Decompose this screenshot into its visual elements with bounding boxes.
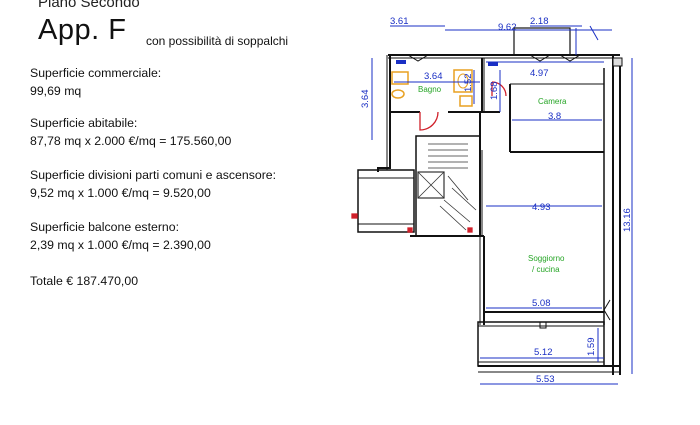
staircase [417, 143, 477, 231]
living-area-label: Superficie abitabile: [30, 116, 138, 130]
walls [357, 54, 623, 375]
dim-bedroom-mid: 3.8 [548, 111, 561, 122]
info-panel: Piano Secondo App. F con possibilità di … [0, 0, 340, 420]
dim-bath-width: 3.64 [424, 71, 443, 82]
floor-plan: 3.61 9.62 2.18 3.64 3.64 1.68 1.52 4.97 … [340, 0, 700, 420]
apartment-title: App. F [38, 14, 127, 46]
terrace-box [513, 27, 571, 56]
dim-right-total: 13.16 [622, 208, 633, 232]
dim-bottom: 5.53 [536, 374, 555, 385]
doors [351, 81, 507, 233]
room-labels: Bagno Camera Soggiorno / cucina [418, 85, 567, 274]
dimension-labels: 3.61 9.62 2.18 3.64 3.64 1.68 1.52 4.97 … [360, 16, 633, 385]
balcony-area-label: Superficie balcone esterno: [30, 220, 180, 234]
dim-top-mid: 9.62 [498, 22, 517, 33]
living-area-value: 87,78 mq x 2.000 €/mq = 175.560,00 [30, 134, 232, 148]
room-label-bedroom: Camera [538, 97, 567, 106]
commercial-area-value: 99,69 mq [30, 84, 82, 98]
dim-bath-small: 1.68 [489, 82, 500, 101]
room-label-living-1: Soggiorno [528, 254, 565, 263]
dimension-lines [371, 25, 633, 385]
floor-label: Piano Secondo [38, 0, 140, 11]
balcony-area-value: 2,39 mq x 1.000 €/mq = 2.390,00 [30, 238, 211, 252]
apartment-subtitle: con possibilità di soppalchi [146, 34, 289, 48]
dim-bath-height: 3.64 [360, 90, 371, 109]
floor-plan-drawing: 3.61 9.62 2.18 3.64 3.64 1.68 1.52 4.97 … [351, 16, 633, 385]
bathroom-fixtures [391, 60, 498, 107]
commercial-area-label: Superficie commerciale: [30, 66, 162, 80]
room-label-living-2: / cucina [532, 265, 560, 274]
total-price-value: Totale € 187.470,00 [30, 274, 139, 288]
common-area-label: Superficie divisioni parti comuni e asce… [30, 168, 277, 182]
dim-top-right: 2.18 [530, 16, 549, 27]
common-area-value: 9,52 mq x 1.000 €/mq = 9.520,00 [30, 186, 211, 200]
dim-balcony-width: 5.12 [534, 347, 553, 358]
dim-living-top: 4.93 [532, 202, 551, 213]
windows [407, 54, 611, 329]
dim-bedroom-top: 4.97 [530, 68, 549, 79]
commercial-area: Superficie commerciale: 99,69 mq [30, 64, 161, 100]
total-price: Totale € 187.470,00 [30, 272, 138, 290]
common-area: Superficie divisioni parti comuni e asce… [30, 166, 276, 202]
dim-balcony-depth: 1.59 [586, 338, 597, 357]
balcony-area: Superficie balcone esterno: 2,39 mq x 1.… [30, 218, 211, 254]
dim-living-bottom: 5.08 [532, 298, 551, 309]
living-area: Superficie abitabile: 87,78 mq x 2.000 €… [30, 114, 231, 150]
dim-bath-small2: 1.52 [463, 74, 474, 93]
dim-top-left: 3.61 [390, 16, 409, 27]
room-label-bath: Bagno [418, 85, 442, 94]
